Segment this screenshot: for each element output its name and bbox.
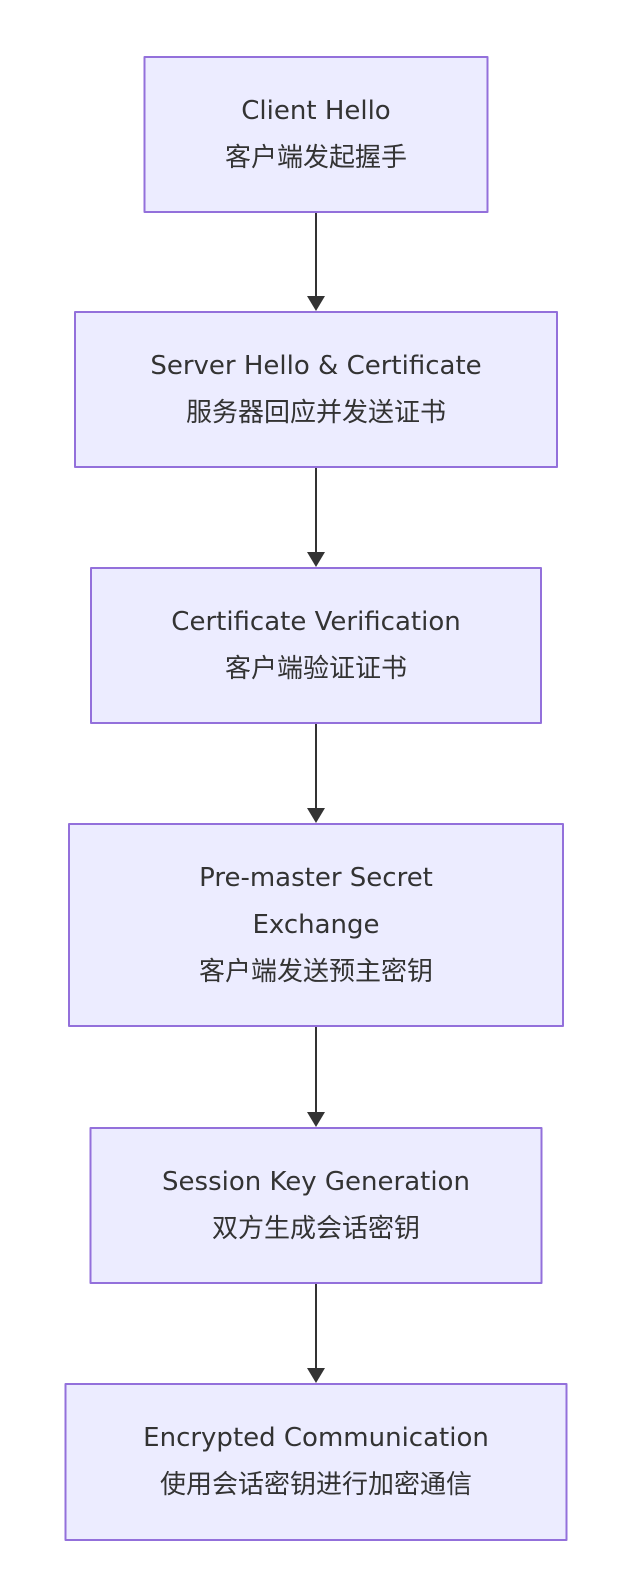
node-subtitle: 客户端发起握手 xyxy=(224,142,407,173)
node-title: Pre-master Secret xyxy=(199,862,433,893)
arrow-line xyxy=(315,724,317,808)
node-title: Client Hello xyxy=(241,95,391,126)
node-subtitle: 使用会话密钥进行加密通信 xyxy=(159,1470,472,1500)
arrow-line xyxy=(315,1027,317,1112)
node-subtitle: 客户端发送预主密钥 xyxy=(198,956,433,987)
flow-arrow xyxy=(306,468,326,567)
flowchart-node-server-hello-certificate: Server Hello & Certificate 服务器回应并发送证书 xyxy=(74,311,558,468)
flow-arrow xyxy=(306,1027,326,1127)
node-title-line2: Exchange xyxy=(252,909,380,940)
node-title: Server Hello & Certificate xyxy=(150,350,482,381)
flowchart-node-pre-master-secret-exchange: Pre-master Secret Exchange 客户端发送预主密钥 xyxy=(68,823,564,1027)
flowchart-node-session-key-generation: Session Key Generation 双方生成会话密钥 xyxy=(89,1127,543,1284)
flowchart-node-client-hello: Client Hello 客户端发起握手 xyxy=(143,56,489,213)
flowchart-node-certificate-verification: Certificate Verification 客户端验证证书 xyxy=(90,567,542,724)
arrow-line xyxy=(315,468,317,552)
node-title: Encrypted Communication xyxy=(143,1423,489,1453)
flow-arrow xyxy=(306,724,326,823)
arrow-down-icon xyxy=(307,1368,325,1383)
arrow-down-icon xyxy=(307,296,325,311)
node-title: Session Key Generation xyxy=(162,1166,470,1197)
node-subtitle: 服务器回应并发送证书 xyxy=(185,397,446,428)
arrow-line xyxy=(315,213,317,296)
arrow-line xyxy=(315,1284,317,1368)
node-subtitle: 客户端验证证书 xyxy=(224,653,407,684)
arrow-down-icon xyxy=(307,552,325,567)
arrow-down-icon xyxy=(307,808,325,823)
node-subtitle: 双方生成会话密钥 xyxy=(211,1213,420,1244)
flow-arrow xyxy=(306,1284,326,1383)
flow-arrow xyxy=(306,213,326,311)
flowchart-node-encrypted-communication: Encrypted Communication 使用会话密钥进行加密通信 xyxy=(64,1383,568,1541)
arrow-down-icon xyxy=(307,1112,325,1127)
node-title: Certificate Verification xyxy=(171,606,461,637)
